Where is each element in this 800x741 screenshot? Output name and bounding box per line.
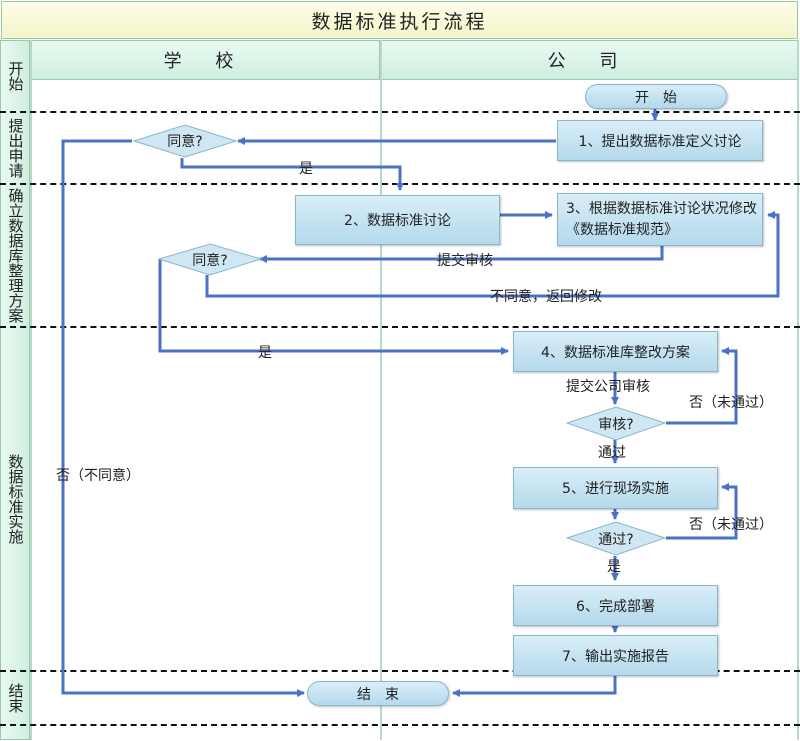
edge-label-yes: 是 [258,345,272,361]
chart-title: 数据标准执行流程 [1,1,798,39]
edge-label-passed: 通过 [598,445,626,461]
decision-agree-1: 同意? [133,124,237,158]
step6-box: 6、完成部署 [513,585,718,626]
end-node: 结 束 [307,681,449,706]
connector-review-no-to-step4 [666,347,738,425]
phase-label-plan: 确立数据库整理方案 [6,188,25,323]
connector-step7-to-end [452,676,617,697]
decision-agree-2-label: 同意? [192,252,228,269]
edge-label-submit-company-review: 提交公司审核 [566,379,650,395]
step2-box: 2、数据标准讨论 [295,195,500,245]
step3-box: 3、根据数据标准讨论状况修改《数据标准规范》 [557,193,763,246]
lane-header-school: 学 校 [31,40,380,80]
edge-label-yes: 是 [607,559,621,575]
lane-header-company: 公 司 [381,40,798,80]
phase-label-implement: 数据标准实施 [6,454,25,544]
decision-review-label: 审核? [598,416,634,433]
phase-divider [0,111,800,113]
decision-pass: 通过? [566,521,666,556]
decision-pass-label: 通过? [598,531,634,548]
edge-label-disagree-return: 不同意，返回修改 [490,289,602,305]
connector-decision1-yes-to-step2 [180,158,404,191]
lane-divider-middle [380,40,382,740]
decision-agree-1-label: 同意? [167,134,203,150]
step5-box: 5、进行现场实施 [513,467,718,509]
connector-decision2-no-to-step3 [205,211,780,298]
decision-agree-2: 同意? [158,243,262,276]
phase-label-apply: 提出申请 [6,118,25,178]
edge-label-yes: 是 [299,161,313,177]
phase-divider [0,724,800,726]
edge-label-no-fail: 否（未通过） [689,395,773,411]
connector-decision2-yes-to-step4 [158,259,509,355]
decision-review: 审核? [566,406,666,441]
lane-divider-left [30,40,32,740]
connector-step3-to-decision2 [259,246,664,263]
phase-label-end: 结束 [6,683,25,713]
edge-label-no-fail: 否（未通过） [689,517,773,533]
connector-decision1-no-to-end [61,139,305,697]
phase-divider [0,670,800,672]
step7-box: 7、输出实施报告 [513,635,718,676]
start-node: 开 始 [585,84,727,109]
phase-divider [0,326,800,328]
step4-box: 4、数据标准库整改方案 [513,331,718,372]
phase-label-start: 开始 [6,61,25,91]
step1-box: 1、提出数据标准定义讨论 [557,120,763,161]
edge-label-submit-review: 提交审核 [437,253,493,269]
edge-label-no-disagree: 否（不同意） [56,468,140,484]
connector-pass-no-to-step5 [666,483,738,540]
phase-column [0,40,30,740]
lane-divider-right [797,40,799,740]
